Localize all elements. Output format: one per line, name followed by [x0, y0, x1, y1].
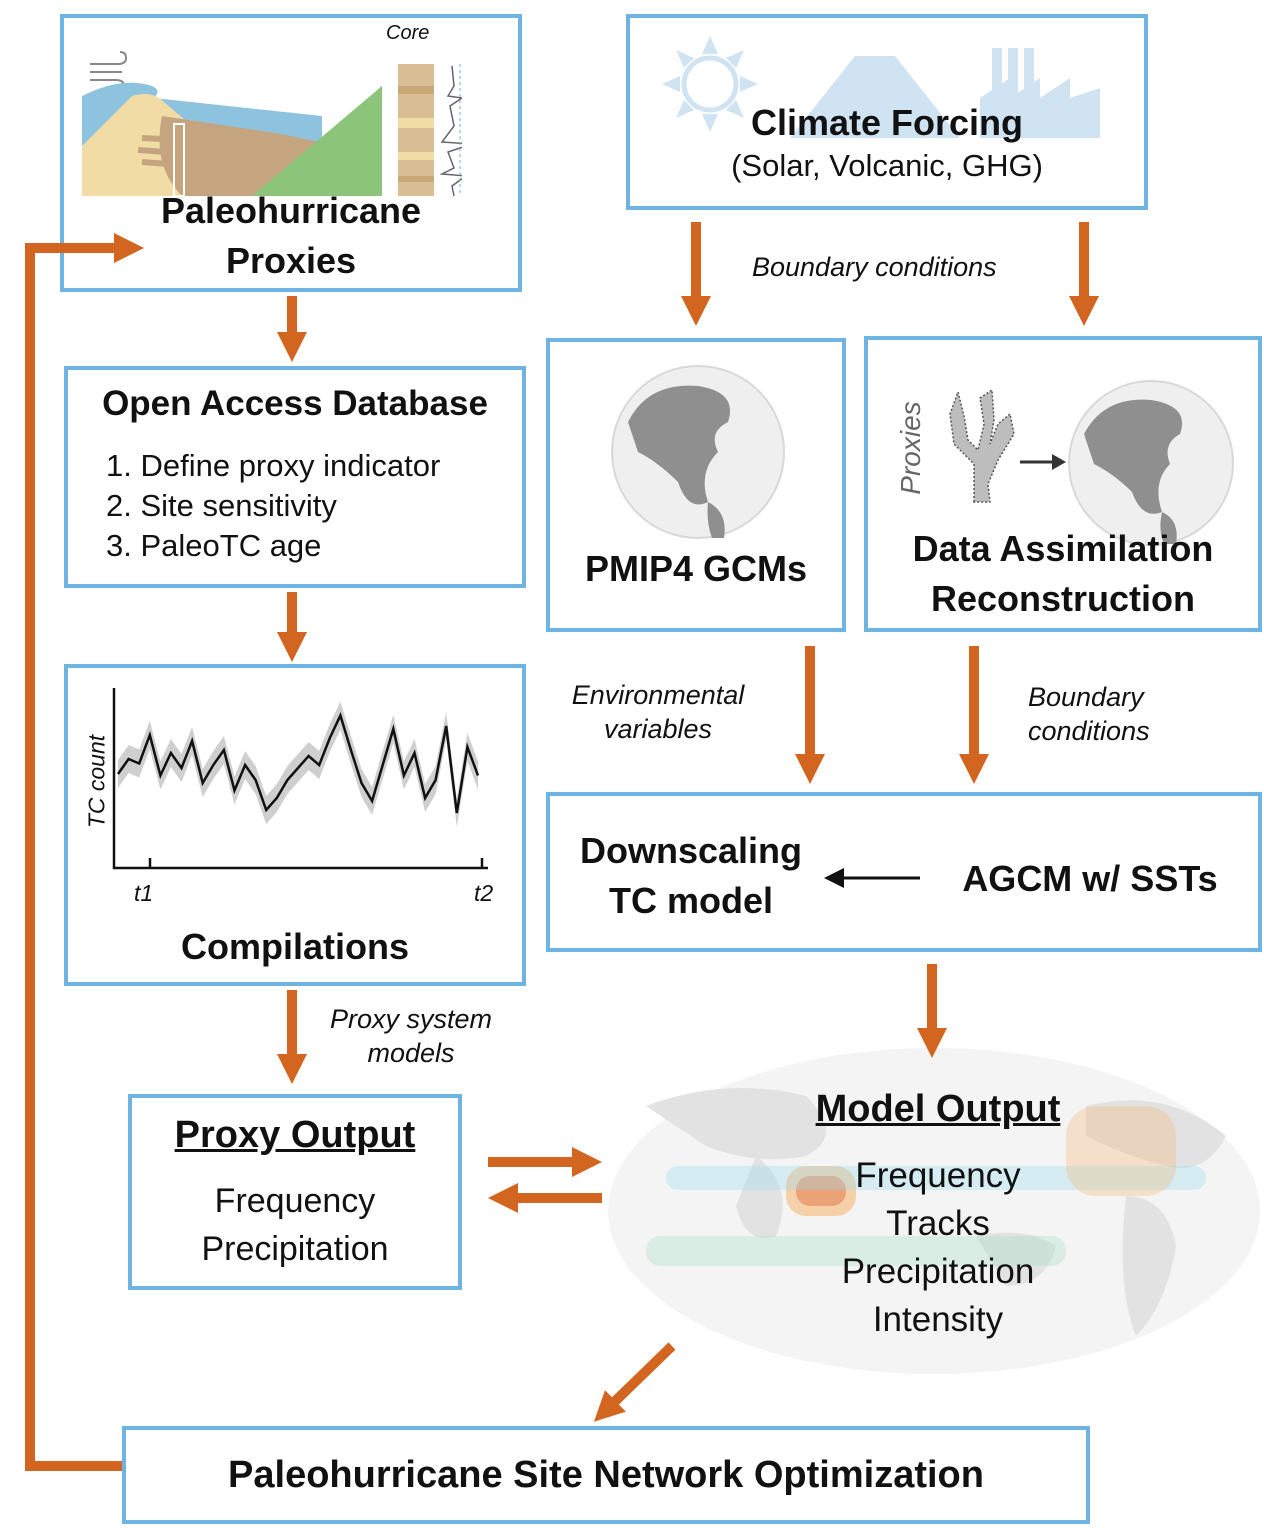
core-label: Core [386, 22, 430, 44]
agcm-label: AGCM w/ SSTs [962, 858, 1218, 899]
chart-axes [112, 688, 488, 870]
assimilation-title-line1: Data Assimilation [912, 528, 1214, 569]
label-boundary-right-line2: conditions [1028, 716, 1150, 746]
model-output-item: Frequency [855, 1156, 1021, 1195]
model-output-map: Model Output Frequency Tracks Precipitat… [606, 1046, 1262, 1376]
proxy-output-item: Precipitation [201, 1230, 389, 1268]
label-environmental-line2: variables [603, 714, 713, 744]
volcano-icon [790, 56, 960, 138]
uncertainty-band [118, 701, 478, 827]
network-title: Paleohurricane Site Network Optimization [228, 1454, 984, 1496]
model-output-item: Tracks [886, 1204, 990, 1243]
climate-forcing-box: Climate Forcing (Solar, Volcanic, GHG) [626, 14, 1148, 210]
tc-count-chart [112, 688, 488, 870]
globe-icon [1068, 380, 1234, 546]
downscaling-box: Downscaling TC model AGCM w/ SSTs [546, 792, 1262, 952]
proxy-signal-trace [439, 65, 462, 197]
coral-icon [949, 388, 1015, 503]
model-output-item: Intensity [872, 1300, 1004, 1339]
proxy-output-title: Proxy Output [174, 1114, 416, 1156]
label-boundary-conditions-top: Boundary conditions [752, 252, 997, 282]
core-tube-marker [173, 123, 185, 197]
database-title: Open Access Database [102, 384, 488, 423]
downscaling-line2: TC model [608, 880, 773, 921]
arrow-left-icon [824, 868, 920, 888]
globe-icon [611, 365, 785, 539]
compilations-box: TC count t1 t2 Compilations [64, 664, 526, 986]
database-item: 1. Define proxy indicator [106, 448, 441, 483]
compilations-title: Compilations [180, 926, 409, 967]
pmip4-gcms-box: PMIP4 GCMs [546, 338, 846, 632]
forcing-icons [662, 36, 1100, 138]
open-access-database-box: Open Access Database 1. Define proxy ind… [64, 366, 526, 588]
arrow-model-to-network [593, 1342, 676, 1422]
forcing-title: Climate Forcing [750, 102, 1024, 143]
database-item: 2. Site sensitivity [106, 488, 337, 523]
assimilation-title-line2: Reconstruction [930, 578, 1196, 619]
downscaling-line1: Downscaling [579, 830, 803, 871]
proxy-output-box: Proxy Output Frequency Precipitation [128, 1094, 462, 1290]
tc-count-series-line [116, 712, 480, 814]
tick-label-t2: t2 [474, 880, 494, 906]
factory-icon [980, 48, 1100, 138]
proxies-title-line2: Proxies [225, 240, 357, 281]
arrow-right-icon [1020, 454, 1066, 470]
network-optimization-box: Paleohurricane Site Network Optimization [122, 1426, 1090, 1524]
proxy-output-item: Frequency [214, 1182, 376, 1220]
label-psm-line1: Proxy system [329, 1004, 493, 1034]
sediment-core-column [398, 64, 434, 196]
database-item: 3. PaleoTC age [106, 528, 322, 563]
label-environmental-line1: Environmental [571, 680, 745, 710]
data-assimilation-box: Proxies Data Assimilation Reconstruction [864, 336, 1262, 632]
proxies-title-line1: Paleohurricane [160, 190, 422, 231]
label-boundary-right-line1: Boundary [1028, 682, 1144, 712]
feedback-loop-arrow [25, 233, 144, 1471]
label-psm-line2: models [367, 1038, 455, 1068]
hill-shape [252, 86, 382, 196]
coastal-cross-section-illustration [82, 51, 462, 197]
model-output-title: Model Output [815, 1088, 1061, 1130]
world-map-with-tracks [608, 1048, 1260, 1374]
tick-label-t1: t1 [134, 880, 154, 906]
sun-icon [662, 36, 758, 132]
gcm-title: PMIP4 GCMs [584, 548, 808, 589]
model-output-item: Precipitation [841, 1252, 1035, 1291]
forcing-subtitle: (Solar, Volcanic, GHG) [731, 148, 1043, 183]
